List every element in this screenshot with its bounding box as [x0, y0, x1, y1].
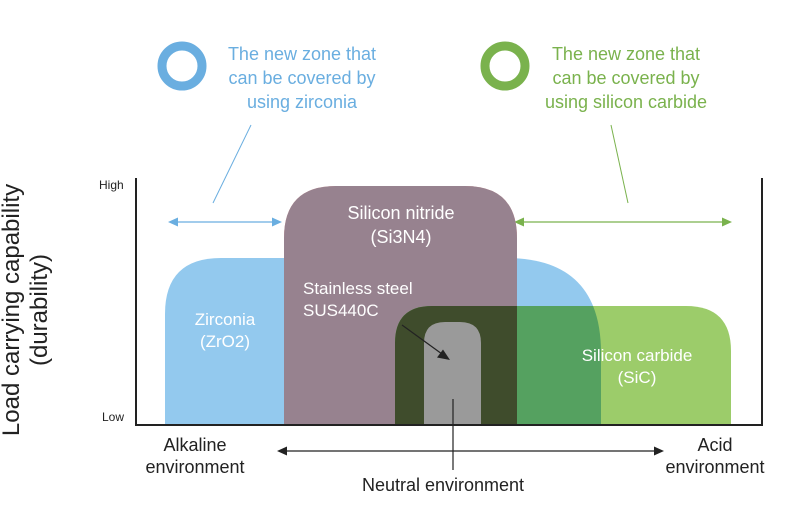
zirconia-zone-legend: The new zone that can be covered by usin… [188, 42, 416, 114]
silicon-carbide-zone-legend: The new zone that can be covered by usin… [512, 42, 740, 114]
acid-environment-label: Acid environment [652, 434, 778, 478]
silicon-carbide-label-formula: (SiC) [617, 368, 657, 387]
silicon-nitride-label-name: Silicon nitride [347, 203, 455, 223]
silicon-carbide-callout-line [610, 124, 629, 204]
zirconia-label-formula: (ZrO2) [199, 332, 251, 351]
stainless-steel-label-name: Stainless steel [303, 279, 413, 298]
silicon-carbide-zone-legend-line-1: The new zone that [551, 44, 701, 64]
y-axis-label-line-1: Load carrying capability [0, 183, 25, 437]
zirconia-label-name: Zirconia [194, 310, 256, 329]
zirconia-zone-legend-line-3: using zirconia [246, 92, 358, 112]
silicon-carbide-label: Silicon carbide (SiC) [556, 345, 718, 389]
zirconia-zone-legend-line-2: can be covered by [228, 68, 376, 88]
environment-arrow [277, 446, 664, 456]
acid-label-line-1: Acid [697, 435, 733, 455]
neutral-environment-label: Neutral environment [361, 475, 525, 495]
silicon-nitride-label: Silicon nitride (Si3N4) [296, 201, 506, 249]
zirconia-zone-legend-line-1: The new zone that [227, 44, 377, 64]
silicon-carbide-label-name: Silicon carbide [581, 346, 693, 365]
silicon-carbide-zone-arrow [514, 217, 732, 227]
zirconia-label: Zirconia (ZrO2) [165, 309, 285, 353]
silicon-carbide-zone-legend-line-2: can be covered by [552, 68, 700, 88]
zirconia-ring-icon [157, 41, 207, 91]
y-tick-low: Low [102, 410, 125, 424]
alkaline-label-line-1: Alkaline [163, 435, 227, 455]
acid-label-line-2: environment [665, 457, 765, 477]
silicon-carbide-zone-legend-line-3: using silicon carbide [544, 92, 708, 112]
zirconia-zone-arrow [168, 217, 282, 227]
alkaline-label-line-2: environment [145, 457, 245, 477]
silicon-carbide-ring-icon [480, 41, 530, 91]
stainless-steel-zone [424, 322, 481, 424]
stainless-steel-pointer [401, 324, 450, 360]
y-axis-label-line-2: (durability) [26, 253, 53, 367]
y-tick-high: High [99, 178, 124, 192]
stainless-steel-label-grade: SUS440C [303, 301, 379, 320]
y-axis-label: Load carrying capability (durability) [0, 184, 54, 436]
silicon-nitride-label-formula: (Si3N4) [370, 227, 432, 247]
alkaline-environment-label: Alkaline environment [130, 434, 260, 478]
zirconia-callout-line [212, 124, 252, 204]
stainless-steel-label: Stainless steel SUS440C [303, 278, 413, 322]
